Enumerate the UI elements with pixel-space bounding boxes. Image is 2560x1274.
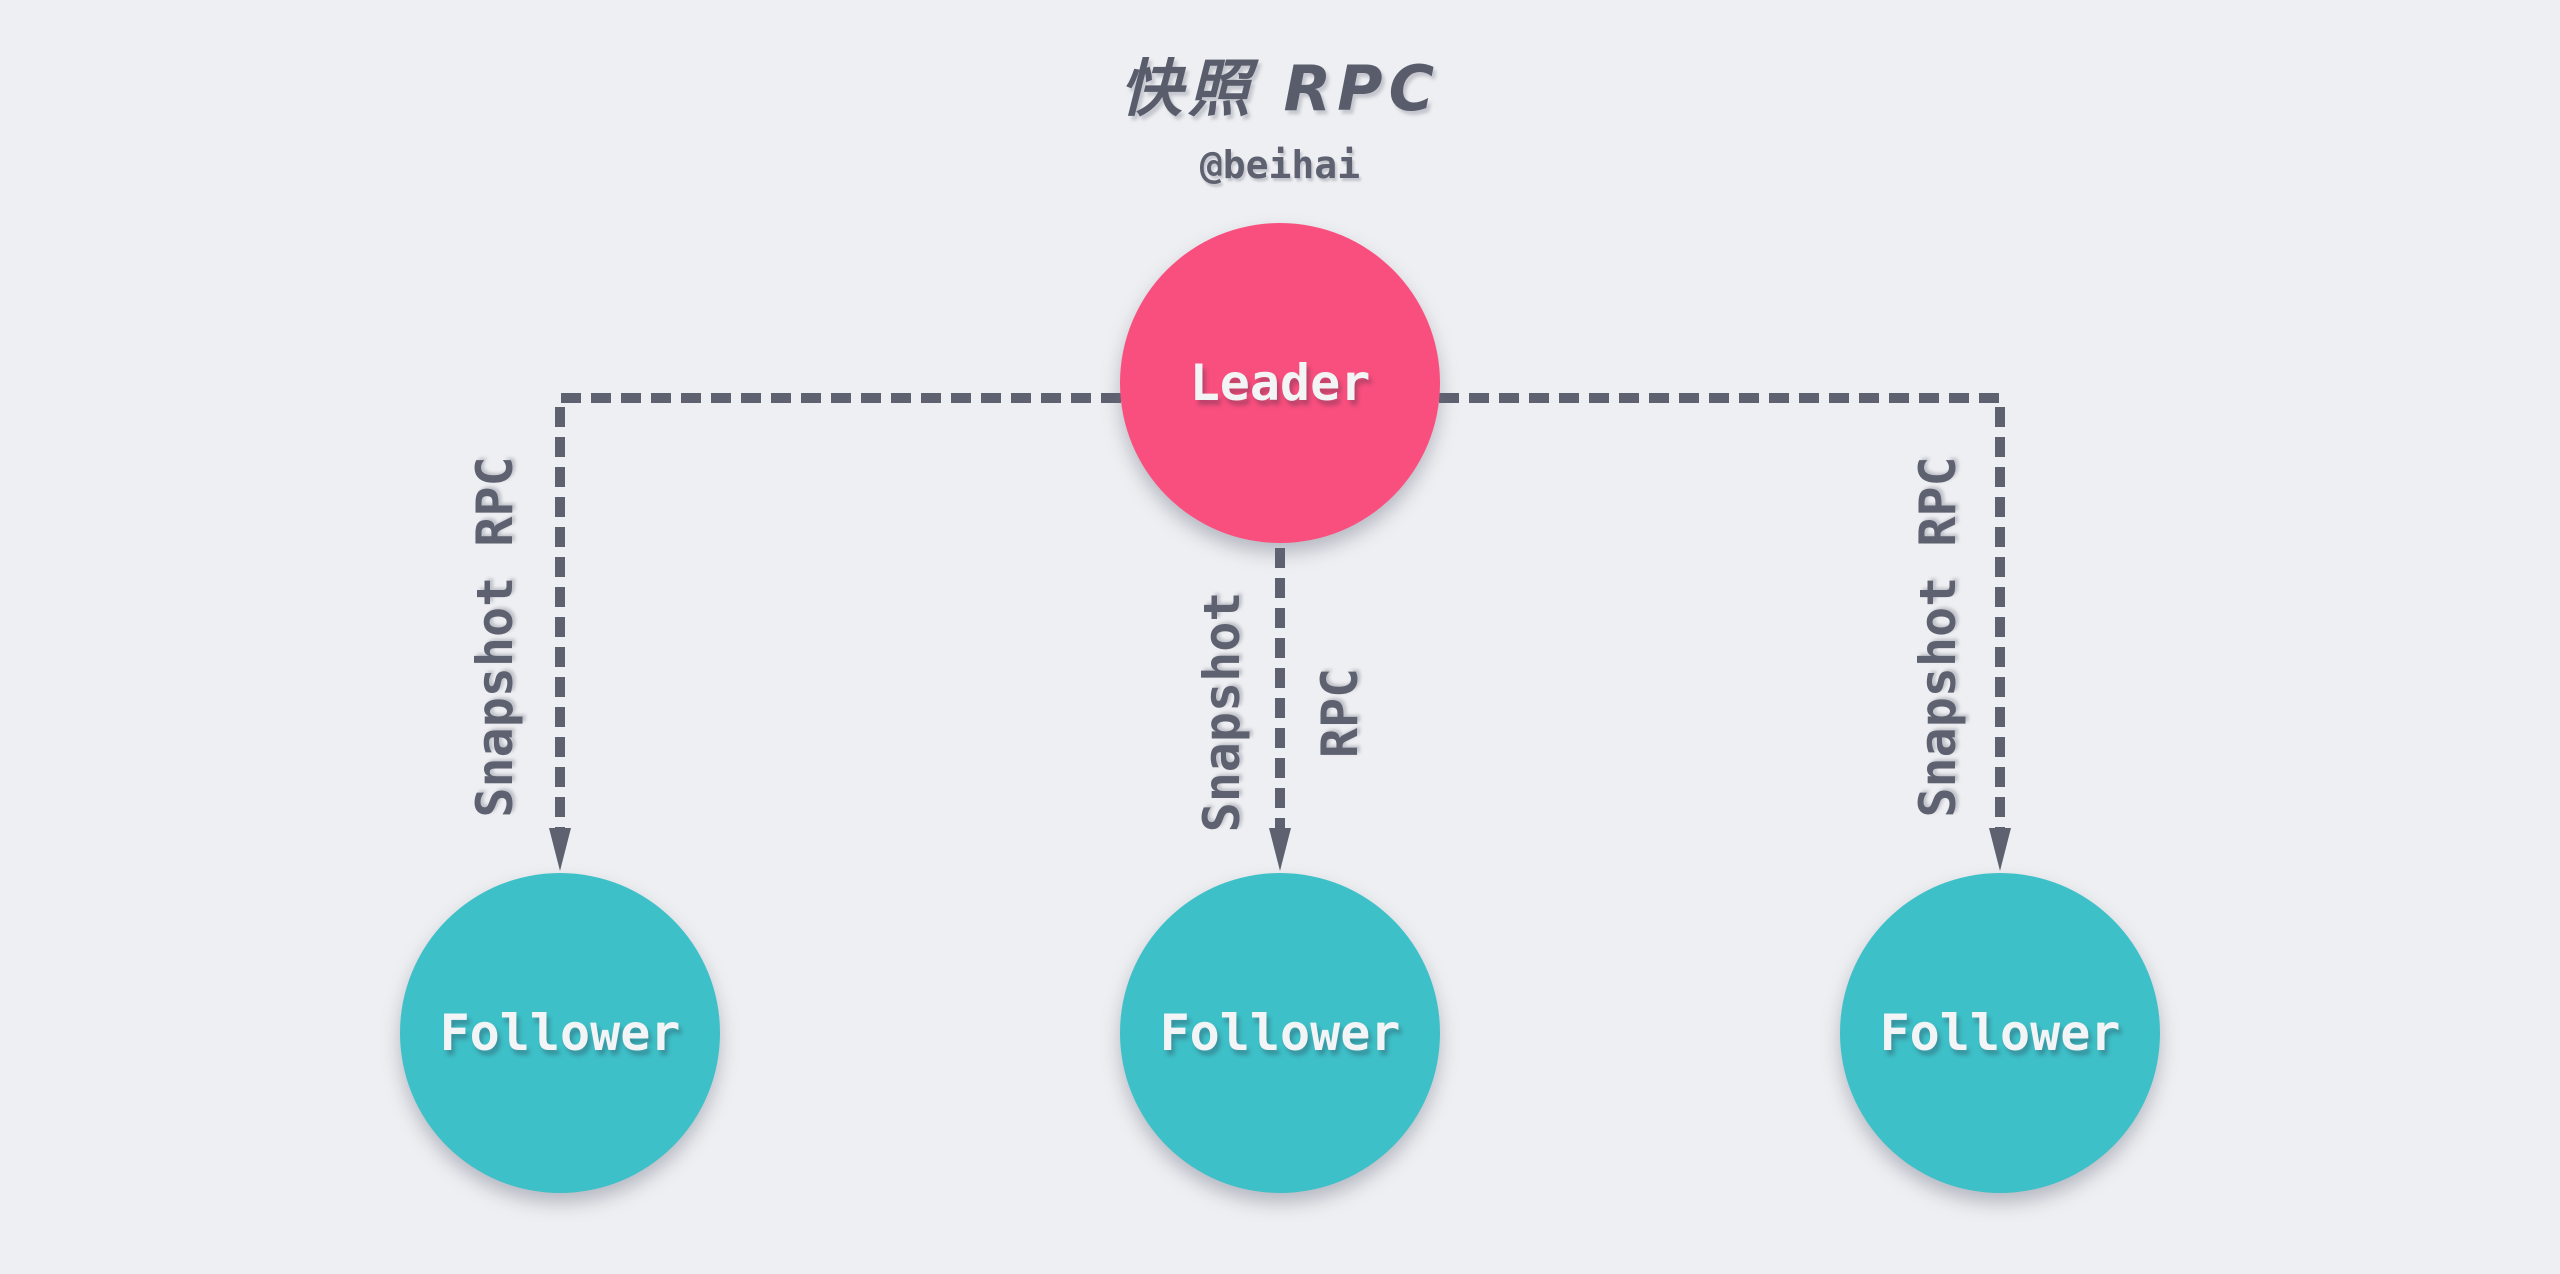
dashed-edge-leader-to-left-follower: [555, 393, 1121, 830]
author-credit: @beihai: [1199, 143, 1361, 187]
dashed-edge-leader-to-right-follower: [1439, 393, 2005, 830]
follower-node-label: Follower: [439, 1004, 681, 1062]
edge-label-middle-snapshot: Snapshot: [1193, 591, 1251, 833]
diagram-title: 快照 RPC: [1119, 52, 1441, 125]
follower-node-right: Follower: [1840, 873, 2160, 1193]
edge-label-left-snapshot-rpc: Snapshot RPC: [466, 456, 524, 818]
edge-label-right-snapshot-rpc: Snapshot RPC: [1909, 456, 1967, 818]
leader-node: Leader: [1120, 223, 1440, 543]
follower-node-middle: Follower: [1120, 873, 1440, 1193]
follower-node-label: Follower: [1879, 1004, 2121, 1062]
leader-node-label: Leader: [1189, 354, 1371, 412]
arrowhead-middle-icon: [1269, 828, 1291, 871]
edge-label-middle-rpc: RPC: [1311, 667, 1369, 759]
arrowhead-right-icon: [1989, 828, 2011, 871]
arrowhead-left-icon: [549, 828, 571, 871]
follower-node-label: Follower: [1159, 1004, 1401, 1062]
follower-node-left: Follower: [400, 873, 720, 1193]
